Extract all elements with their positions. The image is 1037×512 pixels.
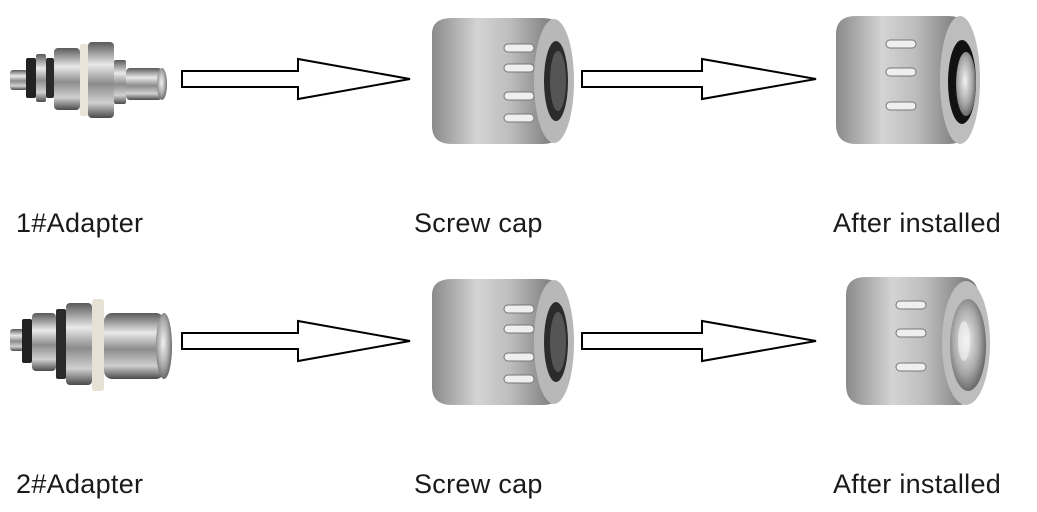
installed-1-image: [836, 16, 980, 144]
right-arrow-icon: [581, 319, 817, 363]
right-arrow-icon: [181, 319, 411, 363]
screw-cap-1-label: Screw cap: [414, 208, 543, 238]
adapter-1-label: 1#Adapter: [16, 208, 144, 238]
adapter-2-image: [10, 299, 172, 391]
adapter-2-label: 2#Adapter: [16, 469, 144, 499]
after-installed-2-label: After installed: [833, 469, 1002, 499]
right-arrow-icon: [581, 57, 817, 101]
adapter-1-image: [10, 42, 167, 118]
after-installed-1-label: After installed: [833, 208, 1002, 238]
screw-cap-image: [432, 18, 574, 144]
screw-cap-image: [432, 279, 574, 405]
row-2: 2#Adapter Screw cap After installed: [0, 261, 1037, 512]
installed-2-image: [846, 277, 990, 405]
row-1: 1#Adapter Screw cap After installed: [0, 0, 1037, 251]
screw-cap-2-label: Screw cap: [414, 469, 543, 499]
right-arrow-icon: [181, 57, 411, 101]
